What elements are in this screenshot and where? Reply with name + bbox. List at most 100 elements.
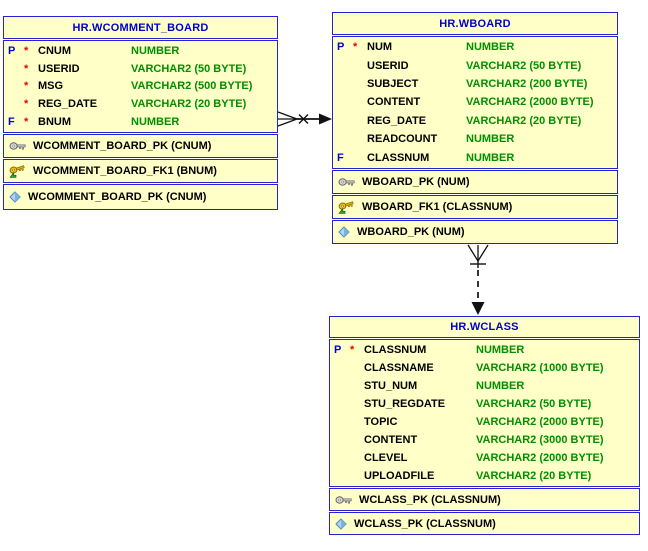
column-row[interactable]: * USERID VARCHAR2 (50 BYTE) — [4, 60, 277, 78]
column-row[interactable]: F * BNUM NUMBER — [4, 113, 277, 131]
foreign-key-row[interactable]: WCOMMENT_BOARD_FK1 (BNUM) — [3, 159, 278, 183]
column-name: READCOUNT — [367, 133, 438, 146]
column-row[interactable]: P * NUM NUMBER — [333, 38, 617, 56]
column-list: P * CNUM NUMBER * USERID VARCHAR2 (50 BY… — [3, 40, 278, 133]
foreign-key-label: WCOMMENT_BOARD_FK1 (BNUM) — [33, 165, 217, 177]
column-type: VARCHAR2 (2000 BYTE) — [466, 96, 594, 109]
column-type: VARCHAR2 (1000 BYTE) — [476, 362, 604, 374]
relationship-wboard-wclass[interactable] — [467, 244, 489, 315]
mandatory-star: * — [350, 344, 355, 356]
column-row[interactable]: * MSG VARCHAR2 (500 BYTE) — [4, 78, 277, 96]
column-name: NUM — [367, 41, 393, 54]
mandatory-star: * — [24, 44, 29, 57]
column-row[interactable]: STU_REGDATE VARCHAR2 (50 BYTE) — [330, 395, 639, 413]
column-name: REG_DATE — [38, 98, 98, 111]
key-flag: P — [334, 344, 342, 356]
column-name: CLASSNUM — [364, 344, 427, 356]
mandatory-star: * — [24, 116, 29, 129]
column-name: SUBJECT — [367, 78, 419, 91]
mandatory-star: * — [24, 62, 29, 75]
column-row[interactable]: CLASSNAME VARCHAR2 (1000 BYTE) — [330, 359, 639, 377]
column-name: BNUM — [38, 116, 71, 129]
key-flag: F — [8, 116, 15, 129]
primary-key-label: WCOMMENT_BOARD_PK (CNUM) — [33, 140, 212, 152]
column-type: VARCHAR2 (500 BYTE) — [131, 80, 253, 93]
entity-wclass[interactable]: HR.WCLASS P * CLASSNUM NUMBER CLASSNAME … — [329, 316, 640, 535]
column-row[interactable]: USERID VARCHAR2 (50 BYTE) — [333, 57, 617, 75]
column-row[interactable]: CLEVEL VARCHAR2 (2000 BYTE) — [330, 449, 639, 467]
index-row[interactable]: WBOARD_PK (NUM) — [332, 220, 618, 244]
index-icon — [335, 517, 347, 530]
mandatory-star: * — [24, 98, 29, 111]
index-icon — [9, 191, 21, 203]
column-row[interactable]: F CLASSNUM NUMBER — [333, 149, 617, 167]
index-row[interactable]: WCOMMENT_BOARD_PK (CNUM) — [3, 184, 278, 210]
column-name: USERID — [38, 62, 80, 75]
column-list: P * CLASSNUM NUMBER CLASSNAME VARCHAR2 (… — [329, 339, 640, 487]
column-row[interactable]: TOPIC VARCHAR2 (2000 BYTE) — [330, 413, 639, 431]
column-name: REG_DATE — [367, 114, 427, 127]
column-name: MSG — [38, 80, 64, 93]
foreign-key-label: WBOARD_FK1 (CLASSNUM) — [362, 201, 513, 213]
index-row[interactable]: WCLASS_PK (CLASSNUM) — [329, 512, 640, 535]
entity-title: HR.WBOARD — [332, 12, 618, 35]
mandatory-star: * — [353, 41, 358, 54]
key-flag: P — [8, 44, 16, 57]
column-name: STU_NUM — [364, 380, 418, 392]
column-type: VARCHAR2 (50 BYTE) — [476, 398, 592, 410]
column-type: VARCHAR2 (2000 BYTE) — [476, 416, 604, 428]
column-name: USERID — [367, 59, 409, 72]
foreign-key-icon — [9, 164, 26, 178]
primary-key-icon — [338, 177, 355, 187]
key-flag: P — [337, 41, 345, 54]
index-label: WBOARD_PK (NUM) — [357, 226, 465, 238]
mandatory-star: * — [24, 80, 29, 93]
entity-title: HR.WCOMMENT_BOARD — [3, 16, 278, 39]
entity-wboard[interactable]: HR.WBOARD P * NUM NUMBER USERID VARCHAR2… — [332, 12, 618, 244]
index-label: WCLASS_PK (CLASSNUM) — [354, 517, 496, 530]
column-name: TOPIC — [364, 416, 398, 428]
entity-wcomment-board[interactable]: HR.WCOMMENT_BOARD P * CNUM NUMBER * USER… — [3, 16, 278, 210]
column-name: CONTENT — [367, 96, 421, 109]
column-type: NUMBER — [466, 133, 515, 146]
primary-key-row[interactable]: WCLASS_PK (CLASSNUM) — [329, 488, 640, 511]
column-type: NUMBER — [476, 380, 525, 392]
column-type: VARCHAR2 (20 BYTE) — [476, 470, 592, 482]
primary-key-row[interactable]: WBOARD_PK (NUM) — [332, 170, 618, 194]
column-type: VARCHAR2 (20 BYTE) — [466, 114, 582, 127]
column-list: P * NUM NUMBER USERID VARCHAR2 (50 BYTE)… — [332, 36, 618, 169]
column-row[interactable]: CONTENT VARCHAR2 (3000 BYTE) — [330, 431, 639, 449]
column-type: VARCHAR2 (50 BYTE) — [466, 59, 582, 72]
key-flag: F — [337, 151, 344, 164]
foreign-key-row[interactable]: WBOARD_FK1 (CLASSNUM) — [332, 195, 618, 219]
column-name: STU_REGDATE — [364, 398, 446, 410]
column-row[interactable]: SUBJECT VARCHAR2 (200 BYTE) — [333, 75, 617, 93]
foreign-key-icon — [338, 200, 355, 214]
column-name: CNUM — [38, 44, 71, 57]
column-type: NUMBER — [131, 116, 180, 129]
primary-key-icon — [9, 141, 26, 151]
column-row[interactable]: REG_DATE VARCHAR2 (20 BYTE) — [333, 112, 617, 130]
entity-title: HR.WCLASS — [329, 316, 640, 338]
column-row[interactable]: UPLOADFILE VARCHAR2 (20 BYTE) — [330, 467, 639, 485]
column-type: NUMBER — [466, 151, 515, 164]
column-row[interactable]: * REG_DATE VARCHAR2 (20 BYTE) — [4, 95, 277, 113]
column-type: VARCHAR2 (2000 BYTE) — [476, 452, 604, 464]
column-name: UPLOADFILE — [364, 470, 435, 482]
relationship-wcomment-board-wboard[interactable] — [277, 111, 332, 127]
column-name: CONTENT — [364, 434, 418, 446]
primary-key-label: WCLASS_PK (CLASSNUM) — [359, 493, 501, 506]
column-row[interactable]: CONTENT VARCHAR2 (2000 BYTE) — [333, 93, 617, 111]
column-type: VARCHAR2 (20 BYTE) — [131, 98, 247, 111]
column-row[interactable]: READCOUNT NUMBER — [333, 130, 617, 148]
column-type: NUMBER — [131, 44, 180, 57]
column-row[interactable]: P * CLASSNUM NUMBER — [330, 341, 639, 359]
primary-key-row[interactable]: WCOMMENT_BOARD_PK (CNUM) — [3, 134, 278, 158]
column-type: VARCHAR2 (200 BYTE) — [466, 78, 588, 91]
column-row[interactable]: STU_NUM NUMBER — [330, 377, 639, 395]
column-row[interactable]: P * CNUM NUMBER — [4, 42, 277, 60]
index-icon — [338, 226, 350, 238]
index-label: WCOMMENT_BOARD_PK (CNUM) — [28, 191, 207, 203]
column-name: CLASSNAME — [364, 362, 434, 374]
